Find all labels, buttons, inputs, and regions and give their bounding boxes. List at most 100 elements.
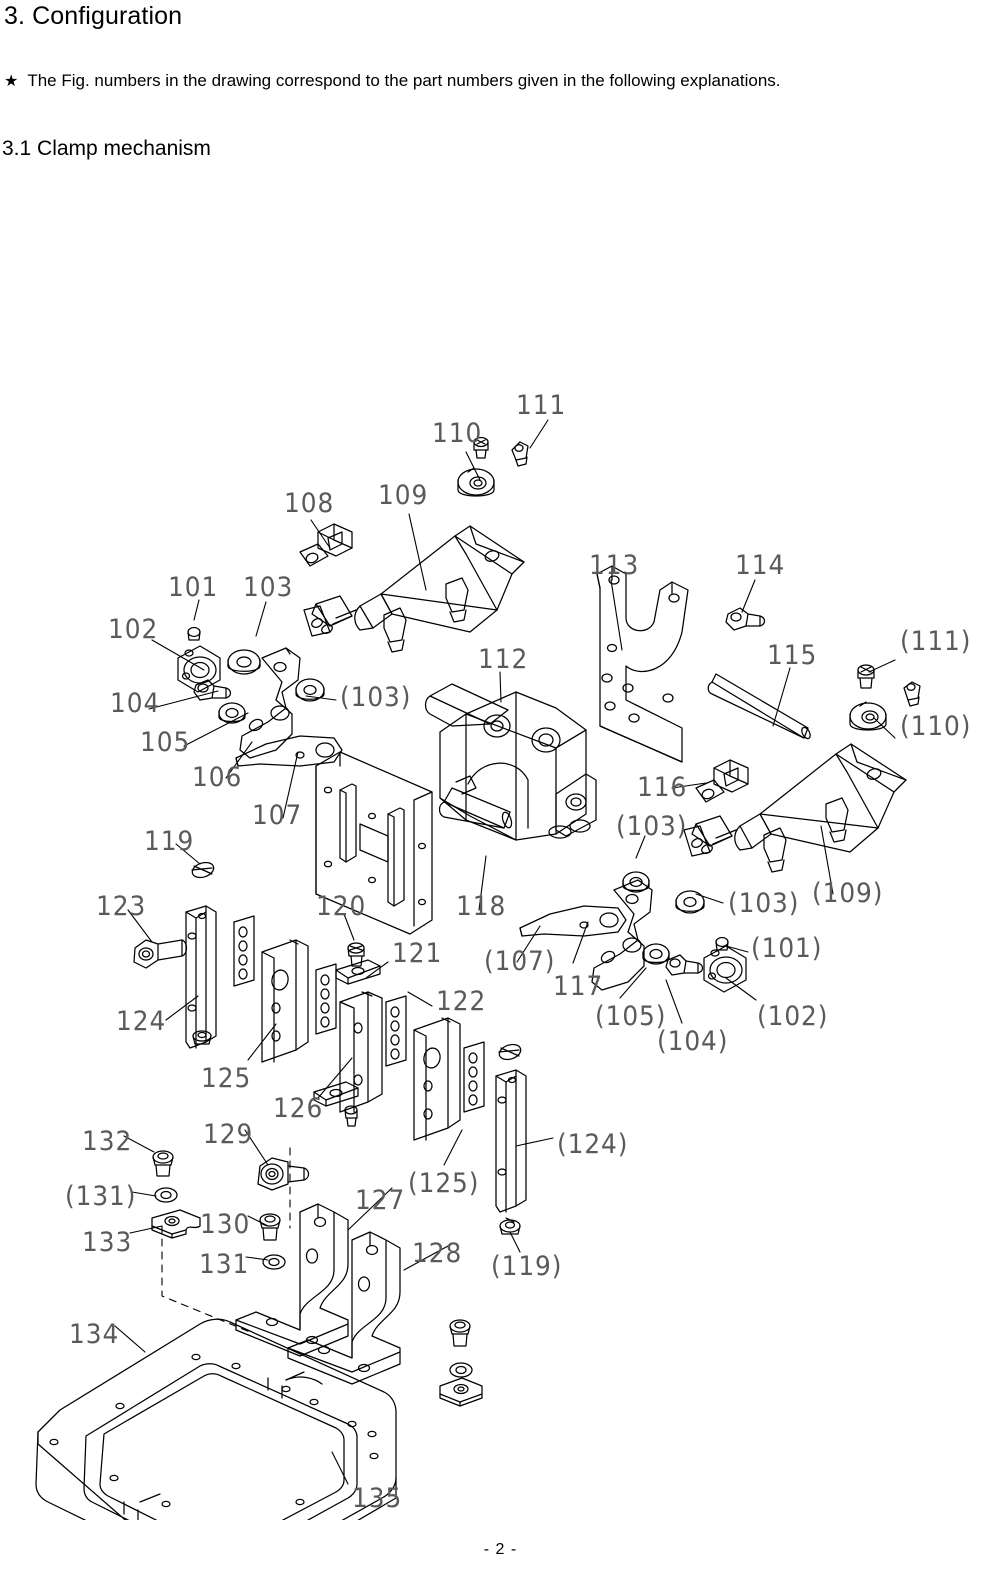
part-124-clamp-bar-right (495, 1069, 527, 1213)
part-131-washer-lower (262, 1254, 286, 1270)
part-115-rod (707, 673, 811, 740)
part-130-screw (259, 1213, 281, 1241)
part-132-screw (152, 1150, 174, 1177)
part-120-screw (347, 942, 365, 967)
callout-131: 131 (199, 1249, 250, 1280)
callout-p110p: (110) (900, 711, 972, 742)
part-125-clamp-plate-right (413, 1017, 461, 1141)
callout-116: 116 (637, 772, 688, 803)
part-106-bracket-arm (239, 647, 301, 759)
part-127-bracket (235, 1203, 349, 1357)
part-126-clamp-plate (339, 991, 383, 1113)
part-110-collar-top (457, 467, 495, 497)
callout-p119p: (119) (491, 1251, 563, 1282)
callout-104: 104 (110, 688, 161, 719)
part-washer-bottom-right (449, 1362, 473, 1378)
part-109-cylinder-top (303, 525, 525, 653)
part-setscrew-right (903, 681, 921, 707)
callout-130: 130 (200, 1209, 251, 1240)
callout-134: 134 (69, 1319, 120, 1350)
callout-109: 109 (378, 480, 429, 511)
page-number: - 2 - (483, 1541, 518, 1558)
part-plate-perf-2 (315, 963, 337, 1035)
part-104-shoulder-screw-right (665, 954, 704, 976)
part-134-135-frame (35, 1318, 397, 1520)
page-title: 3. Configuration (4, 2, 183, 30)
part-102-collar-right (703, 945, 747, 993)
part-123-socket-screw (133, 939, 188, 969)
part-129-bushing (257, 1157, 310, 1191)
part-plate-perf-1 (233, 915, 255, 987)
section-subtitle: 3.1 Clamp mechanism (2, 137, 211, 160)
part-105-washer-left (218, 702, 246, 724)
part-133-plate (151, 1209, 201, 1239)
note-text: The Fig. numbers in the drawing correspo… (27, 71, 781, 90)
callout-111: 111 (516, 390, 567, 421)
callout-115: 115 (767, 640, 818, 671)
callout-p103p: (103) (616, 811, 688, 842)
callout-107: 107 (252, 800, 303, 831)
part-118-shaft (438, 775, 513, 829)
callout-124: 124 (116, 1006, 167, 1037)
callout-p107p: (107) (484, 946, 556, 977)
callout-p124p: (124) (557, 1129, 629, 1160)
part-109-cylinder-right (683, 743, 907, 873)
part-103-washer-left (227, 649, 261, 675)
callout-128: 128 (412, 1238, 463, 1269)
callout-114: 114 (735, 550, 786, 581)
callout-p105p: (105) (595, 1001, 667, 1032)
part-111-screw-right (857, 664, 875, 689)
callout-103: 103 (243, 572, 294, 603)
part-121-block-2 (313, 1081, 359, 1107)
part-108-knuckle (299, 523, 353, 567)
part-103-washer-right-2 (675, 890, 705, 914)
part-101-setscrew-right (715, 936, 729, 951)
callout-122: 122 (436, 986, 487, 1017)
callout-101: 101 (168, 572, 219, 603)
callout-127: 127 (355, 1185, 406, 1216)
callout-132: 132 (82, 1126, 133, 1157)
callout-p103p: (103) (340, 682, 412, 713)
star-icon: ★ (4, 73, 19, 90)
part-plate-perf-3 (463, 1041, 485, 1113)
part-screw-bottom-right (449, 1319, 471, 1347)
callout-113: 113 (589, 550, 640, 581)
callout-120: 120 (316, 891, 367, 922)
callout-p103p: (103) (728, 888, 800, 919)
part-112-main-block (424, 683, 597, 841)
part-107-lever-left (235, 735, 343, 767)
callout-117: 117 (553, 971, 604, 1002)
part-128-bracket (287, 1231, 401, 1385)
callout-121: 121 (392, 938, 443, 969)
part-nut-small-left (192, 1030, 212, 1045)
callout-119: 119 (144, 826, 195, 857)
part-106-bracket-right (591, 879, 653, 991)
part-124-clamp-bar-left (185, 905, 217, 1049)
callout-110: 110 (432, 418, 483, 449)
callout-106: 106 (192, 762, 243, 793)
part-125-clamp-plate-left (261, 939, 309, 1063)
part-screw-small-top (473, 436, 489, 459)
callout-102: 102 (108, 614, 159, 645)
callout-133: 133 (82, 1227, 133, 1258)
part-103-washer-right-1 (622, 871, 650, 893)
part-119-screw-bottom (499, 1217, 521, 1235)
callout-125: 125 (201, 1063, 252, 1094)
callout-126: 126 (273, 1093, 324, 1124)
assembly-linework (35, 419, 921, 1520)
part-screw-small-mid (344, 1105, 358, 1127)
part-114-shoulder-bolt (725, 607, 766, 631)
callout-135: 135 (352, 1483, 403, 1514)
callout-108: 108 (284, 488, 335, 519)
part-105-washer-right (642, 943, 670, 965)
part-131-washer-upper (154, 1187, 178, 1203)
callout-118: 118 (456, 891, 507, 922)
callout-129: 129 (203, 1119, 254, 1150)
callout-p131p: (131) (65, 1181, 137, 1212)
callout-112: 112 (478, 644, 529, 675)
callout-p109p: (109) (812, 878, 884, 909)
part-122-plate-perf (385, 995, 407, 1067)
part-113-fork-bracket (596, 565, 689, 763)
